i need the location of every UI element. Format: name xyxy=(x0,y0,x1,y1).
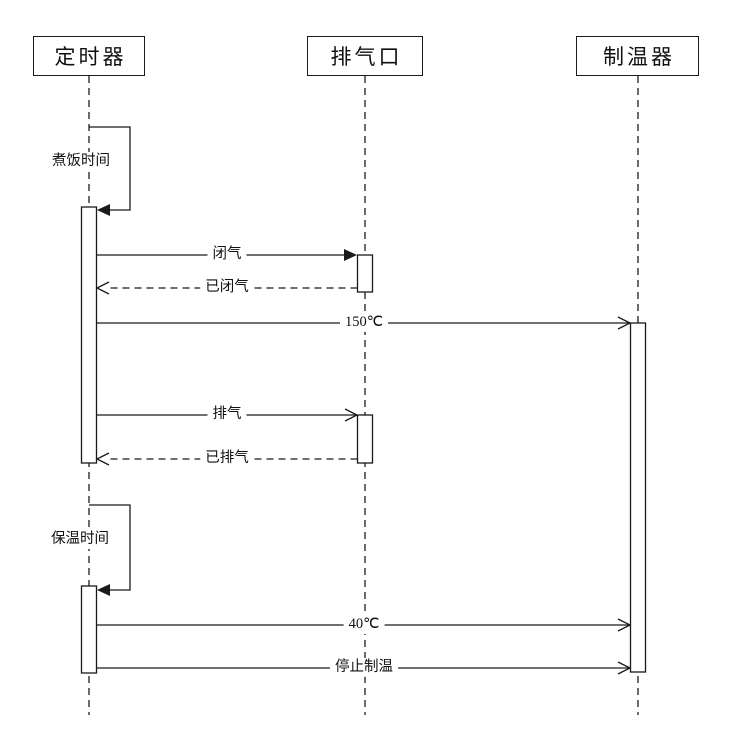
label-40c: 40℃ xyxy=(343,614,385,634)
label-air-closed: 已闭气 xyxy=(200,277,254,297)
actor-label-timer: 定时器 xyxy=(54,45,127,69)
label-close-air: 闭气 xyxy=(207,244,247,264)
self-message-1 xyxy=(89,126,131,216)
activation-heater xyxy=(629,322,647,673)
actor-box-timer: 定时器 xyxy=(33,36,145,76)
arrowhead-open xyxy=(617,618,632,632)
label-cooking-time: 煮饭时间 xyxy=(47,151,115,171)
arrowhead-open xyxy=(344,408,359,422)
arrowhead-filled xyxy=(344,249,357,261)
label-150c: 150℃ xyxy=(339,312,389,332)
activation-vent-2 xyxy=(356,414,374,464)
activation-vent-1 xyxy=(356,254,374,293)
activation-timer-1 xyxy=(80,206,98,464)
label-stop-heating: 停止制温 xyxy=(330,657,398,677)
arrowhead-open xyxy=(617,316,632,330)
arrowhead-open xyxy=(95,452,110,466)
arrowhead-filled xyxy=(97,584,110,596)
actor-box-vent: 排气口 xyxy=(307,36,423,76)
self-message-2 xyxy=(89,504,131,596)
arrowhead-open xyxy=(95,281,110,295)
activation-bars xyxy=(80,206,647,674)
actor-label-vent: 排气口 xyxy=(330,45,403,69)
actor-label-heater: 制温器 xyxy=(603,45,675,69)
label-exhaust: 排气 xyxy=(207,404,247,424)
arrowhead-filled xyxy=(97,204,110,216)
activation-timer-2 xyxy=(80,585,98,674)
label-keepwarm-time: 保温时间 xyxy=(46,529,114,549)
label-exhausted: 已排气 xyxy=(200,448,254,468)
actor-box-heater: 制温器 xyxy=(576,36,699,76)
arrowhead-open xyxy=(617,661,632,675)
